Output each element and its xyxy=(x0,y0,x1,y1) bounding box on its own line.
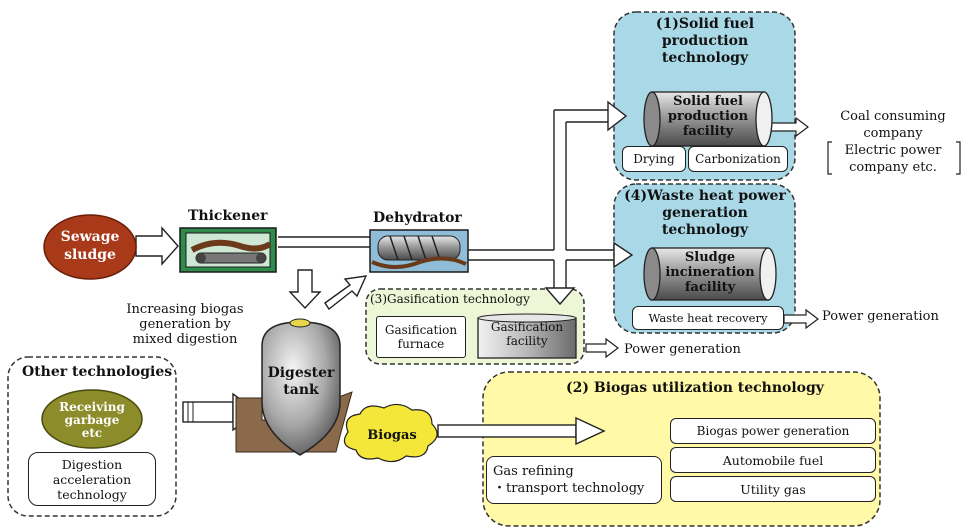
gasification-facility-icon xyxy=(477,313,577,359)
arrow-solid-fuel-out xyxy=(769,116,809,138)
waste-heat-title: (4)Waste heat power generation technolog… xyxy=(624,188,786,238)
solid-fuel-title: (1)Solid fuel production technology xyxy=(655,16,755,66)
pipe-lines xyxy=(278,109,616,290)
incineration-facility-icon xyxy=(643,247,777,301)
arrow-waste-heat-out xyxy=(783,308,819,330)
digestion-acceleration-box: Digestion acceleration technology xyxy=(28,452,156,506)
sewage-sludge-node xyxy=(43,214,137,280)
utility-gas-box: Utility gas xyxy=(670,476,876,502)
mixed-digestion-note: Increasing biogas generation by mixed di… xyxy=(126,302,244,347)
waste-heat-recovery-box: Waste heat recovery xyxy=(632,306,784,330)
biogas-label: Biogas xyxy=(367,428,417,443)
gasification-facility-label: Gasification facility xyxy=(490,320,564,348)
receiving-garbage-label: Receiving garbage etc xyxy=(59,400,125,440)
solid-fuel-facility-icon xyxy=(643,91,773,147)
arrow-to-gasification xyxy=(544,287,576,306)
arrow-digester-to-dehydrator xyxy=(324,275,368,311)
arrow-sludge-to-thickener xyxy=(135,226,179,266)
gas-refining-box: Gas refining ・transport technology xyxy=(486,456,662,504)
drying-box: Drying xyxy=(622,146,686,172)
gasification-furnace-box: Gasification furnace xyxy=(376,316,466,358)
receiving-garbage-node xyxy=(41,389,143,449)
automobile-fuel-box: Automobile fuel xyxy=(670,447,876,473)
arrow-biogas-to-utilization xyxy=(437,416,606,446)
other-technologies-title: Other technologies xyxy=(22,364,173,380)
arrow-to-incineration xyxy=(613,241,634,269)
dehydrator-icon xyxy=(369,229,469,273)
arrow-to-solid-fuel xyxy=(607,100,628,132)
thickener-icon xyxy=(179,227,277,273)
digester-tank-icon xyxy=(235,318,353,456)
carbonization-box: Carbonization xyxy=(688,146,788,172)
biogas-utilization-title: (2) Biogas utilization technology xyxy=(566,380,824,396)
dehydrator-label: Dehydrator xyxy=(373,210,462,226)
thickener-label: Thickener xyxy=(188,208,268,224)
solid-fuel-facility-label: Solid fuel production facility xyxy=(667,94,749,139)
incineration-facility-label: Sludge incineration facility xyxy=(665,250,755,295)
coal-company-label: Coal consuming company Electric power co… xyxy=(840,109,946,175)
digester-tank-label: Digester tank xyxy=(267,365,335,398)
power-generation-label-2: Power generation xyxy=(624,342,741,357)
arrow-thickener-to-digester xyxy=(288,269,322,310)
gasification-title: (3)Gasification technology xyxy=(370,292,530,306)
biogas-power-generation-box: Biogas power generation xyxy=(670,418,876,444)
sewage-sludge-label: Sewage sludge xyxy=(60,229,120,263)
power-generation-label-1: Power generation xyxy=(822,309,939,324)
arrow-gasification-out xyxy=(585,337,619,359)
biogas-cloud xyxy=(343,403,438,463)
